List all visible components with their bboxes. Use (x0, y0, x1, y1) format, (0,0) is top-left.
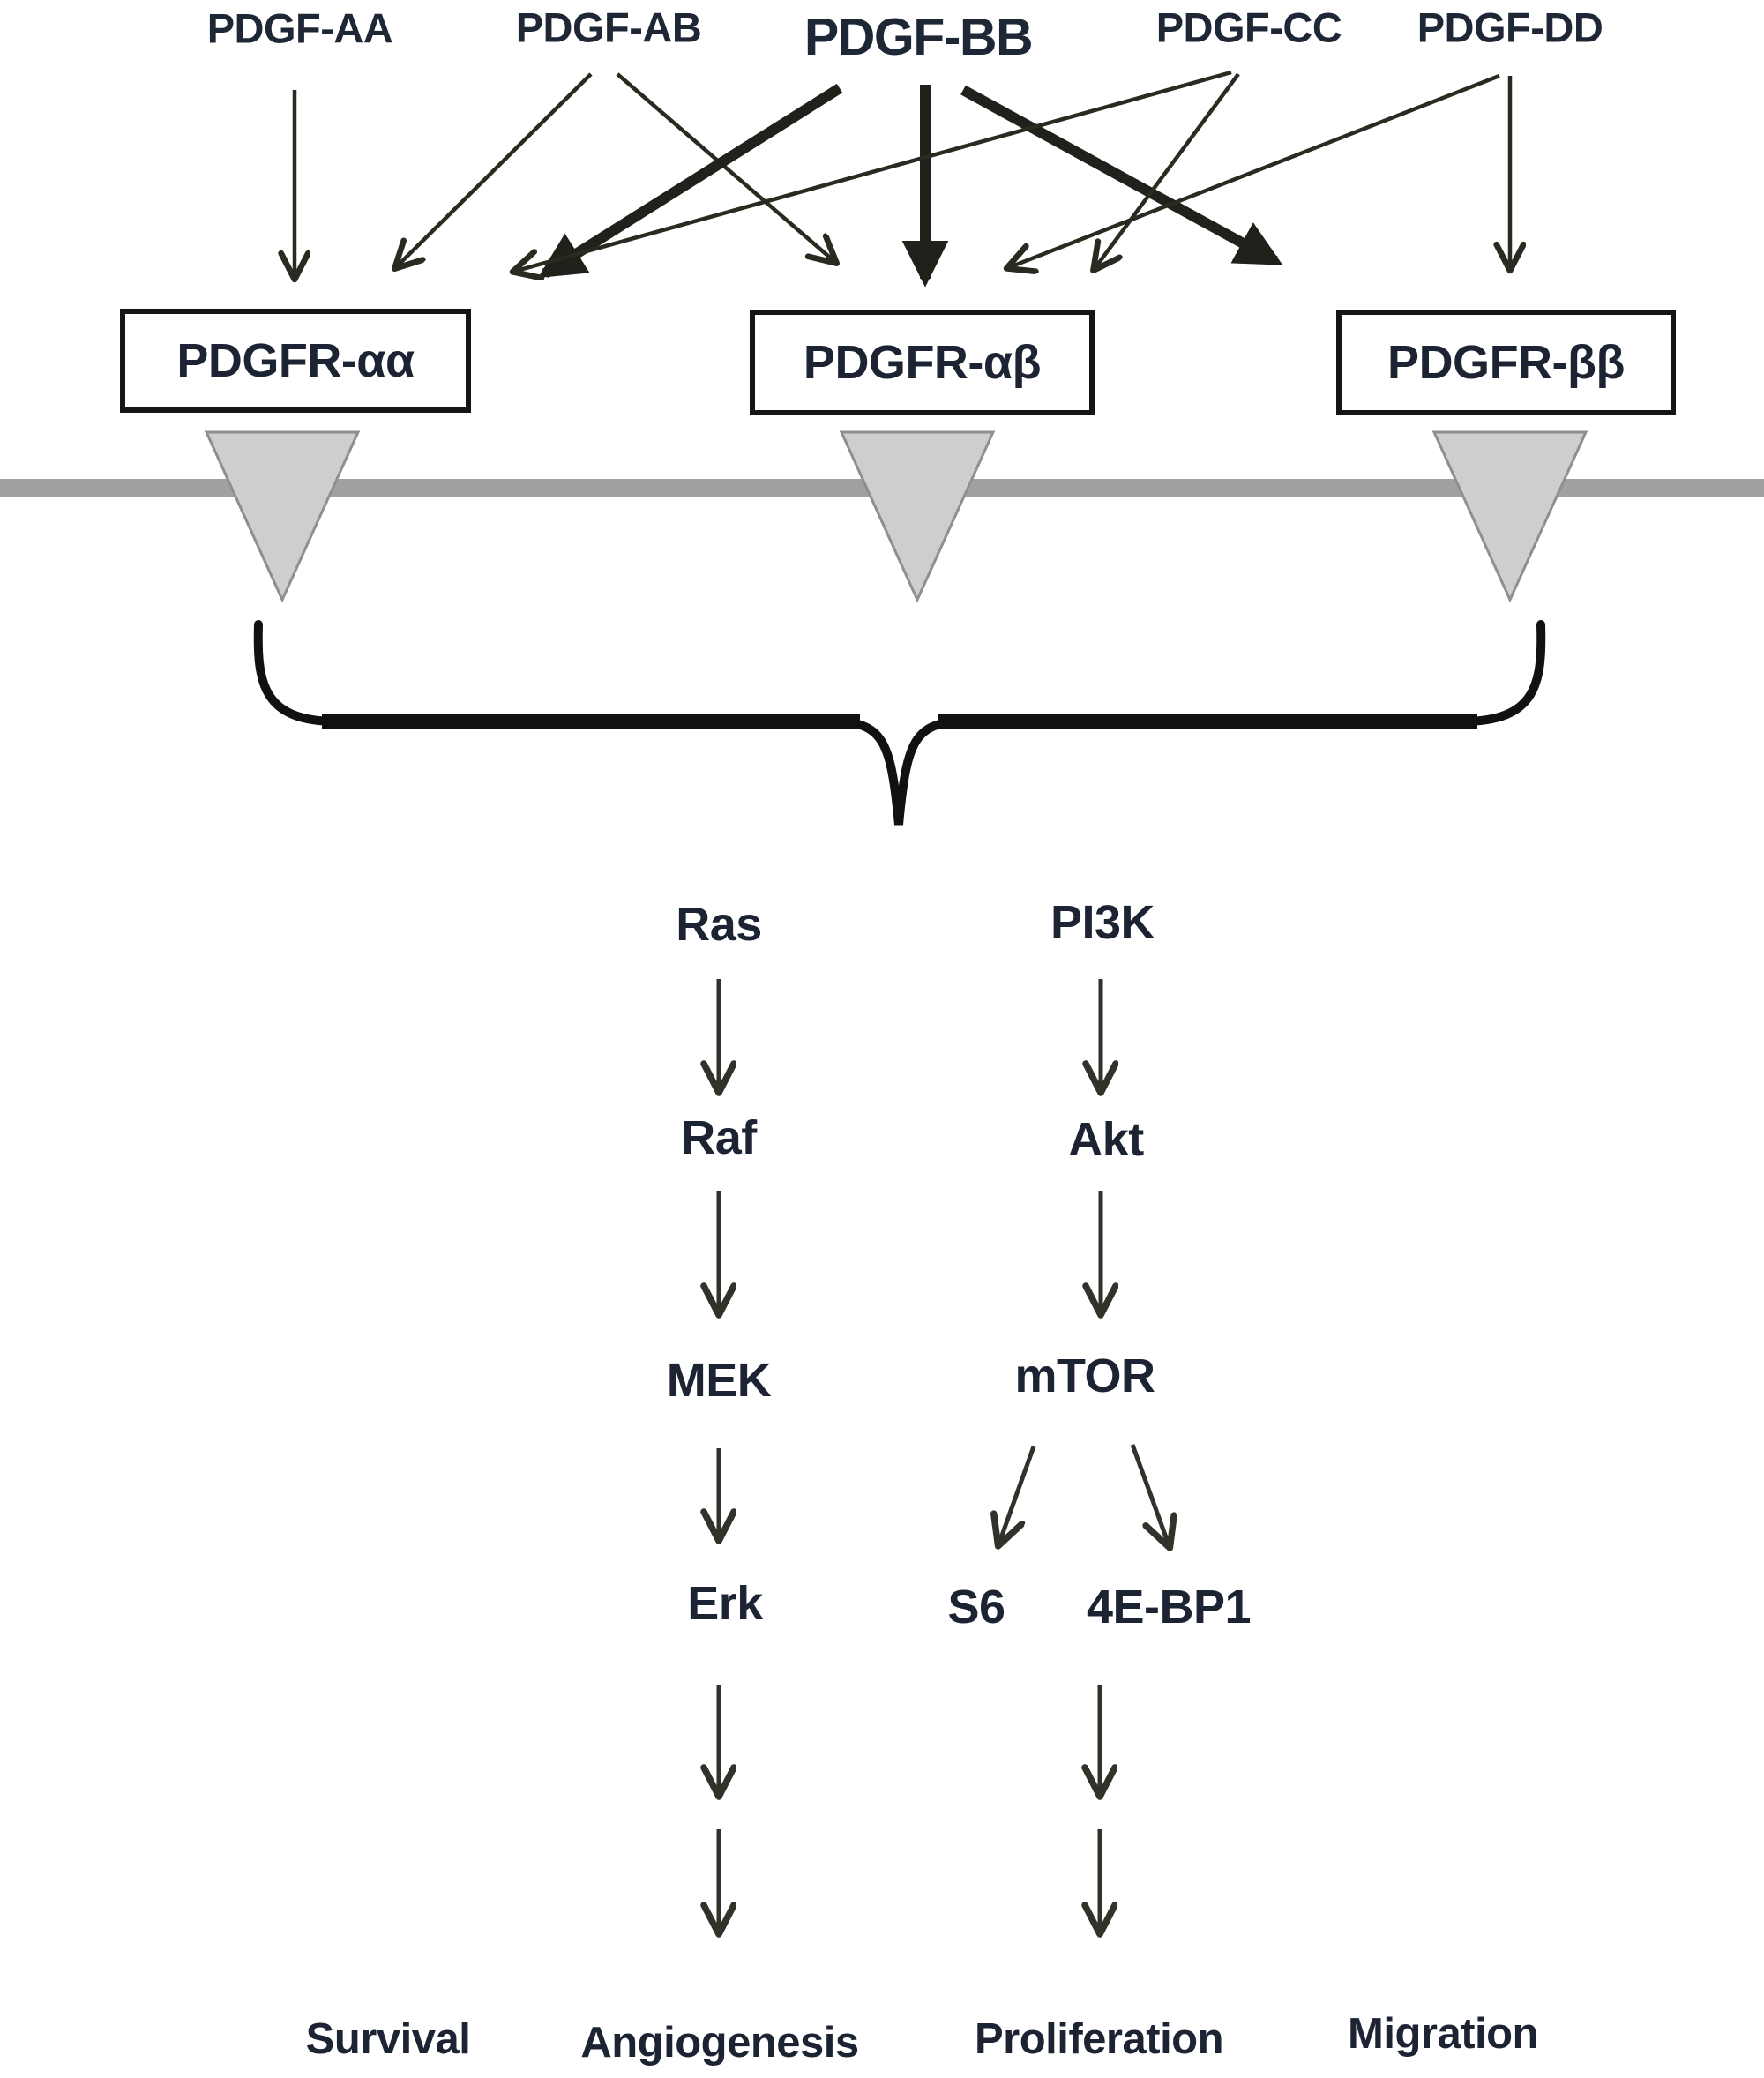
node-label-erk: Erk (687, 1577, 763, 1630)
receptor-anchor-triangle-beta-beta (1431, 430, 1588, 603)
ligand-label-pdgf-dd: PDGF-DD (1416, 4, 1603, 51)
arrow-mtor-to-s6 (998, 1446, 1036, 1545)
arrow-pdgf-ab-to-pdgfr-alpha-beta (616, 72, 836, 263)
node-label-4ebp1: 4E-BP1 (1086, 1581, 1252, 1633)
ligand-label-pdgf-ab: PDGF-AB (515, 4, 702, 51)
node-label-s6: S6 (947, 1581, 1005, 1633)
receptor-anchor-triangle-alpha-beta (839, 430, 996, 603)
receptor-box-pdgfr-beta-beta: PDGFR-ββ (1336, 310, 1676, 415)
receptor-label-pdgfr-beta-beta: PDGFR-ββ (1387, 336, 1625, 389)
arrow-pdgf-dd-to-pdgfr-alpha-beta (1007, 73, 1500, 268)
receptor-label-pdgfr-alpha-beta: PDGFR-αβ (803, 336, 1042, 389)
node-label-mtor: mTOR (1014, 1349, 1155, 1402)
arrow-pdgf-ab-to-pdgfr-alpha-alpha (395, 72, 593, 268)
receptor-anchor-triangle-alpha-alpha (204, 430, 361, 603)
arrow-pdgf-cc-to-pdgfr-alpha-alpha (513, 70, 1232, 272)
node-label-pi3k: PI3K (1050, 896, 1155, 949)
arrow-pdgf-bb-to-pdgfr-beta-beta (960, 85, 1283, 266)
receptor-label-pdgfr-alpha-alpha: PDGFR-αα (176, 334, 415, 387)
ligand-label-pdgf-cc: PDGF-CC (1155, 4, 1342, 51)
outcome-label-angiogenesis: Angiogenesis (580, 2019, 859, 2067)
receptor-box-pdgfr-alpha-alpha: PDGFR-αα (120, 309, 471, 413)
node-label-mek: MEK (666, 1354, 772, 1407)
node-label-ras: Ras (676, 898, 762, 951)
outcome-label-migration: Migration (1348, 2010, 1538, 2058)
outcome-label-survival: Survival (305, 2015, 471, 2063)
receptor-brace (253, 620, 1546, 826)
node-label-akt: Akt (1068, 1113, 1144, 1166)
receptor-box-pdgfr-alpha-beta: PDGFR-αβ (750, 310, 1095, 415)
ligand-label-pdgf-bb: PDGF-BB (804, 8, 1034, 66)
node-label-raf: Raf (681, 1111, 757, 1164)
arrow-mtor-to-4ebp1 (1130, 1444, 1170, 1547)
arrow-pdgf-bb-to-pdgfr-alpha-alpha (537, 83, 843, 279)
arrow-pdgf-cc-to-pdgfr-alpha-beta (1094, 72, 1240, 270)
ligand-label-pdgf-aa: PDGF-AA (206, 4, 393, 52)
outcome-label-proliferation: Proliferation (974, 2015, 1224, 2063)
